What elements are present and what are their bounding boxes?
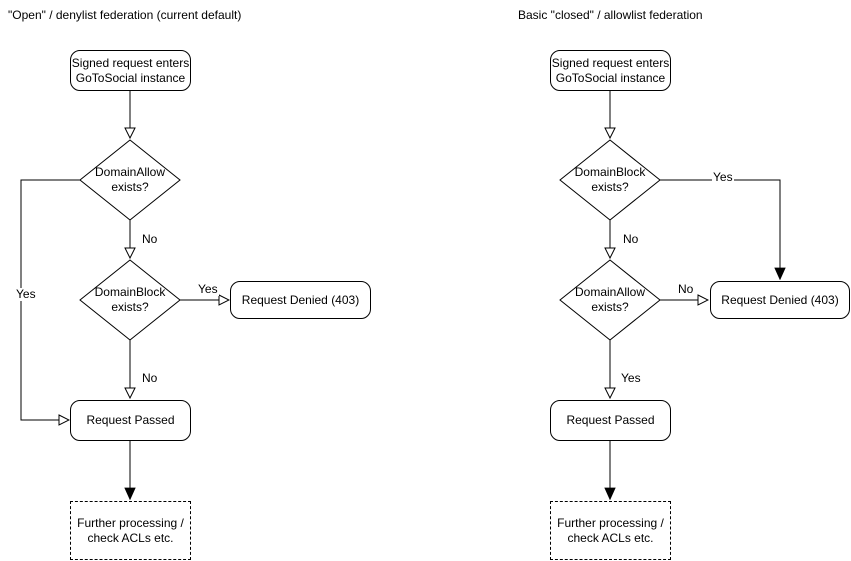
right-decision2-diamond [559, 259, 661, 341]
left-decision2-yes-label: Yes [197, 282, 219, 296]
left-decision2-diamond [79, 259, 181, 341]
right-chart-title: Basic "closed" / allowlist federation [518, 8, 703, 22]
left-further-node: Further processing / check ACLs etc. [70, 501, 191, 560]
right-decision1-yes-label: Yes [712, 170, 734, 184]
right-denied-node: Request Denied (403) [710, 281, 850, 319]
left-decision2-no-label: No [141, 371, 159, 385]
left-passed-node: Request Passed [70, 400, 191, 441]
right-further-node: Further processing / check ACLs etc. [550, 501, 671, 560]
right-decision1-no-label: No [622, 232, 640, 246]
left-decision1-yes-label: Yes [15, 287, 37, 301]
right-decision2-no-label: No [677, 282, 695, 296]
left-decision1-no-label: No [141, 232, 159, 246]
right-start-node: Signed request enters GoToSocial instanc… [550, 50, 671, 91]
right-edge-decision1-yes-to-denied [660, 179, 780, 279]
left-denied-node: Request Denied (403) [230, 281, 371, 319]
right-decision1-diamond [559, 139, 661, 221]
left-decision1-diamond [79, 139, 181, 221]
right-decision2-yes-label: Yes [620, 371, 642, 385]
right-passed-node: Request Passed [550, 400, 671, 441]
left-start-node: Signed request enters GoToSocial instanc… [70, 50, 191, 91]
left-chart-title: "Open" / denylist federation (current de… [8, 8, 242, 22]
